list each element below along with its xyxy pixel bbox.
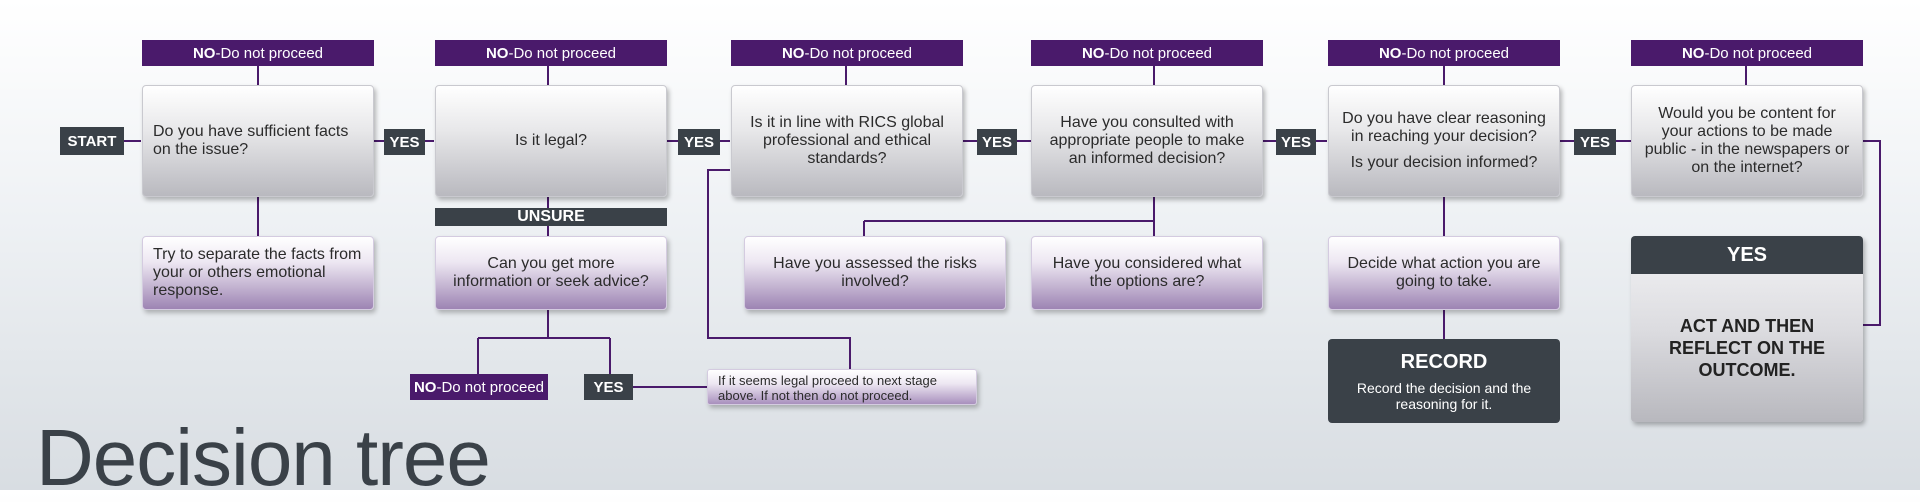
no-label-bold: NO (781, 44, 805, 62)
final-act-text: ACT AND THEN REFLECT ON THE OUTCOME. (1669, 316, 1825, 380)
no-label-1: NO-Do not proceed (142, 40, 374, 66)
record-text: Record the decision and the reasoning fo… (1356, 379, 1532, 412)
no-label-bold: NO (1681, 44, 1705, 62)
yes-label-bottom: YES (584, 374, 633, 400)
no-label-6: NO-Do not proceed (1631, 40, 1863, 66)
question-clear-reasoning: Do you have clear reasoning in reaching … (1328, 85, 1560, 197)
final-yes-header: YES (1631, 236, 1863, 274)
question-content-public: Would you be content for your actions to… (1631, 85, 1863, 197)
no-label-text: -Do not proceed (1104, 44, 1213, 62)
question-rics-standards: Is it in line with RICS global professio… (731, 85, 963, 197)
question-text: Would you be content for your actions to… (1644, 105, 1850, 176)
action-assess-risks: Have you assessed the risks involved? (744, 236, 1006, 310)
action-text: Have you considered what the options are… (1052, 255, 1242, 290)
no-label-bold: NO (1081, 44, 1105, 62)
start-label: START (60, 127, 124, 155)
no-label-bold: NO (485, 44, 509, 62)
no-label-text: -Do not proceed (1704, 44, 1813, 62)
no-label-2: NO-Do not proceed (435, 40, 667, 66)
connector-lines (124, 66, 1881, 388)
question-is-legal: Is it legal? (435, 85, 667, 197)
no-label-text: -Do not proceed (1401, 44, 1510, 62)
no-label-text: -Do not proceed (508, 44, 617, 62)
no-label-3: NO-Do not proceed (731, 40, 963, 66)
decision-tree-diagram: NO-Do not proceed NO-Do not proceed NO-D… (36, 40, 1881, 498)
question-text: Is it legal? (514, 132, 588, 149)
action-text: Try to separate the facts from your or o… (153, 246, 362, 299)
action-text: Can you get more information or seek adv… (453, 255, 649, 290)
no-label-bold: NO (1378, 44, 1402, 62)
no-label-text: -Do not proceed (804, 44, 913, 62)
action-legal-next-stage: If it seems legal proceed to next stage … (707, 369, 977, 405)
action-text: If it seems legal proceed to next stage … (718, 373, 937, 403)
record-title: RECORD (1400, 350, 1488, 373)
no-label-text: -Do not proceed (436, 378, 545, 396)
yes-label-1: YES (384, 129, 425, 155)
no-label-text: -Do not proceed (215, 44, 324, 62)
yes-label-5: YES (1574, 129, 1616, 155)
action-text: Decide what action you are going to take… (1347, 255, 1541, 290)
no-label-4: NO-Do not proceed (1031, 40, 1263, 66)
action-decide: Decide what action you are going to take… (1328, 236, 1560, 310)
no-label-bold: NO (192, 44, 216, 62)
unsure-label: UNSURE (435, 208, 667, 226)
action-consider-options: Have you considered what the options are… (1031, 236, 1263, 310)
question-consulted: Have you consulted with appropriate peop… (1031, 85, 1263, 197)
action-text: Have you assessed the risks involved? (773, 255, 977, 290)
record-box: RECORD Record the decision and the reaso… (1328, 339, 1560, 423)
yes-label-3: YES (977, 129, 1017, 155)
no-label-bold: NO (413, 378, 437, 396)
action-more-info: Can you get more information or seek adv… (435, 236, 667, 310)
question-text: Do you have clear reasoning in reaching … (1342, 110, 1546, 145)
final-act-box: YES ACT AND THEN REFLECT ON THE OUTCOME. (1631, 236, 1863, 422)
question-text: Have you consulted with appropriate peop… (1049, 114, 1245, 167)
no-label-5: NO-Do not proceed (1328, 40, 1560, 66)
action-separate-facts: Try to separate the facts from your or o… (142, 236, 374, 310)
question-text: Do you have sufficient facts on the issu… (153, 123, 349, 158)
page-title: Decision tree (36, 413, 491, 502)
question-text-secondary: Is your decision informed? (1350, 154, 1538, 171)
yes-label-2: YES (678, 129, 720, 155)
no-label-bottom: NO-Do not proceed (410, 374, 548, 400)
yes-label-4: YES (1276, 129, 1316, 155)
question-sufficient-facts: Do you have sufficient facts on the issu… (142, 85, 374, 197)
question-text: Is it in line with RICS global professio… (750, 114, 944, 167)
